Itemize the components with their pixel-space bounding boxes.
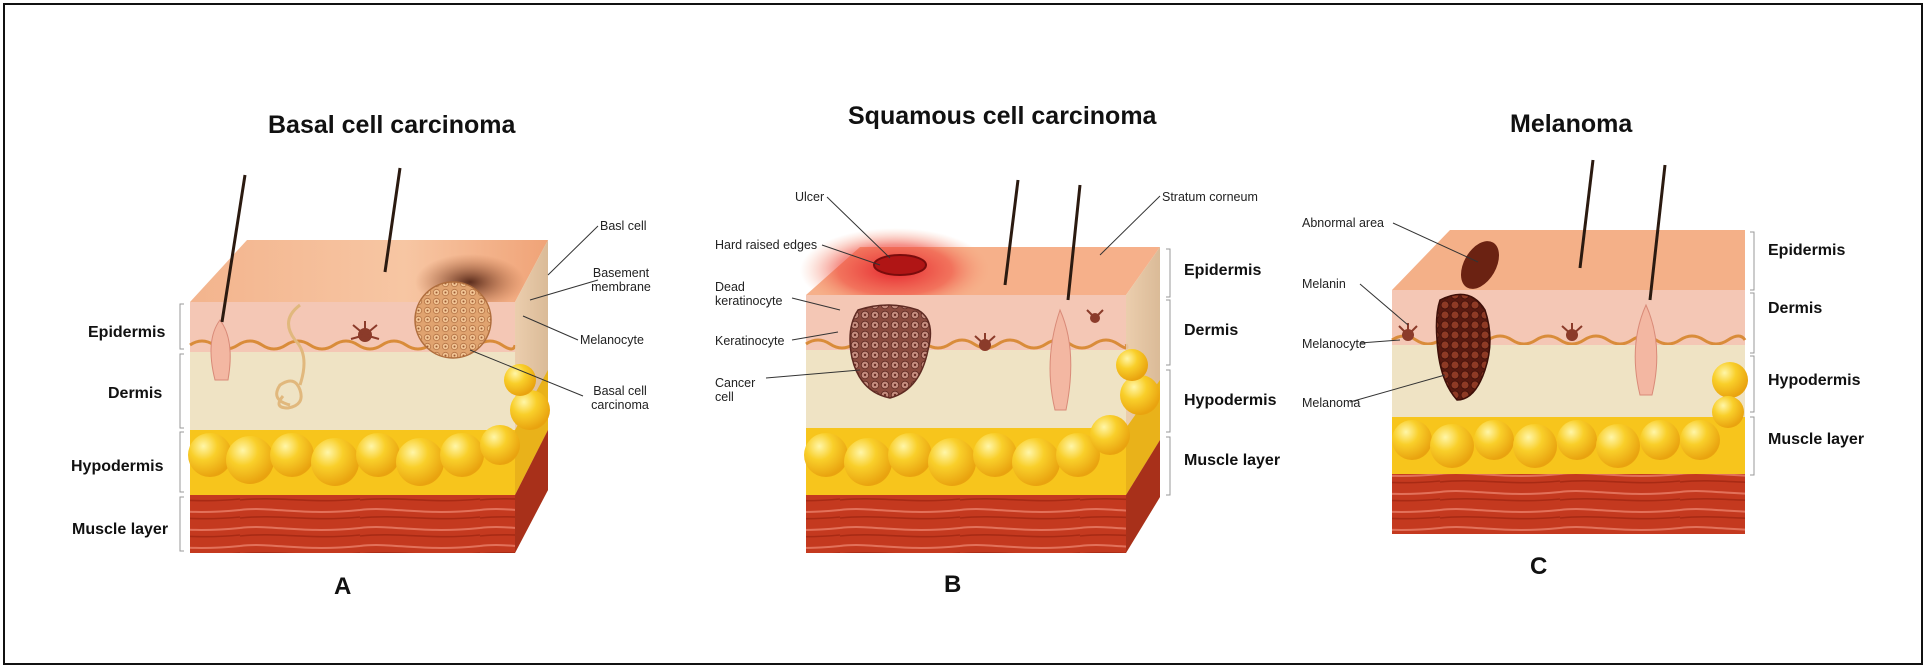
panel-b-layer-dermis: Dermis [1184, 322, 1238, 340]
panel-c-label-melanin: Melanin [1302, 277, 1346, 291]
panel-c-top-surface [1392, 230, 1745, 290]
panel-b-label-hard-raised-edges: Hard raised edges [715, 238, 817, 252]
panel-b-label-ulcer: Ulcer [795, 190, 824, 204]
panel-c-label-melanocyte: Melanocyte [1302, 337, 1366, 351]
panel-a-muscle [190, 495, 515, 553]
panel-c-layer-muscle: Muscle layer [1768, 431, 1864, 449]
panel-b-layer-epidermis: Epidermis [1184, 262, 1261, 280]
panel-a-label-basement-membrane: Basement membrane [586, 266, 656, 294]
panel-b-layer-hypodermis: Hypodermis [1184, 392, 1276, 410]
panel-b-letter: B [944, 571, 961, 599]
panel-b-label-keratinocyte: Keratinocyte [715, 334, 784, 348]
panel-a-title: Basal cell carcinoma [268, 111, 515, 140]
panel-c-layer-dermis: Dermis [1768, 300, 1822, 318]
panel-b-label-stratum-corneum: Stratum corneum [1162, 190, 1258, 204]
panel-a-layer-epidermis: Epidermis [88, 324, 165, 342]
panel-a-layer-muscle: Muscle layer [72, 521, 168, 539]
panel-c-layer-epidermis: Epidermis [1768, 242, 1845, 260]
panel-c-label-abnormal-area: Abnormal area [1302, 216, 1384, 230]
panel-a-dermis [190, 352, 515, 430]
panel-a-tumor [415, 282, 491, 358]
panel-c-block [1392, 160, 1748, 534]
panel-b-label-dead-keratinocyte: Dead keratinocyte [715, 280, 795, 308]
panel-c-title: Melanoma [1510, 110, 1632, 139]
panel-a-label-melanocyte: Melanocyte [580, 333, 644, 347]
panel-c-label-melanoma: Melanoma [1302, 396, 1360, 410]
panel-b-muscle [806, 495, 1126, 553]
panel-c-muscle [1392, 474, 1745, 534]
panel-b-layer-muscle: Muscle layer [1184, 452, 1280, 470]
panel-a-label-basal-cell-carcinoma: Basal cell carcinoma [584, 384, 656, 412]
panel-b-label-cancer-cell: Cancer cell [715, 376, 759, 404]
panel-b-block [800, 180, 1160, 553]
panel-a-label-basl-cell: Basl cell [600, 219, 647, 233]
panel-a-layer-hypodermis: Hypodermis [71, 458, 163, 476]
panel-c-layer-hypodermis: Hypodermis [1768, 372, 1860, 390]
panel-a-letter: A [334, 573, 351, 601]
panel-a-layer-dermis: Dermis [108, 385, 162, 403]
panel-b-ulcer [874, 255, 926, 275]
panel-c-letter: C [1530, 553, 1547, 581]
panel-b-title: Squamous cell carcinoma [848, 102, 1156, 131]
